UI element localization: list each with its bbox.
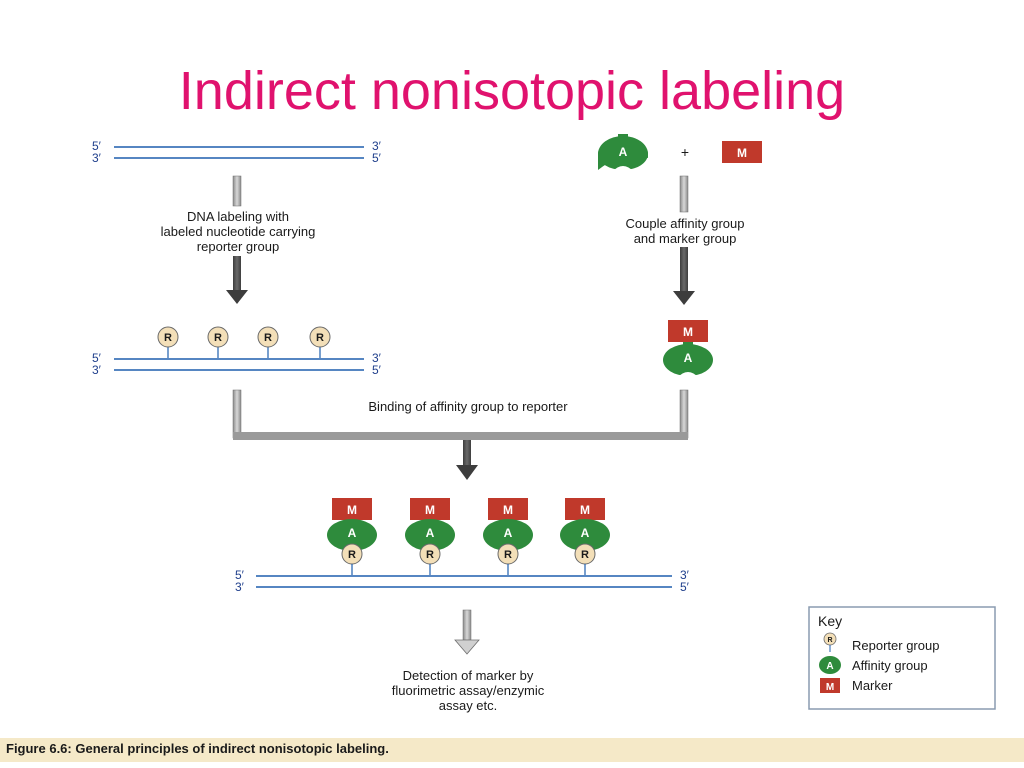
merge-step-label: Binding of affinity group to reporter bbox=[368, 399, 568, 414]
step-label-left: DNA labeling with labeled nucleotide car… bbox=[161, 209, 316, 254]
marker-label: M bbox=[580, 503, 590, 517]
key-item-reporter: Reporter group bbox=[852, 638, 939, 653]
strand-label-3-mid: 3′ bbox=[92, 363, 102, 377]
key-item-marker: Marker bbox=[852, 678, 893, 693]
final-step-line3: assay etc. bbox=[439, 698, 498, 713]
labeled-dna: R R R R 5′ 3′ 3′ 5′ bbox=[92, 326, 382, 377]
key-marker-symbol: M bbox=[820, 678, 840, 693]
plus-sign: + bbox=[681, 144, 689, 160]
step-label-left-line1: DNA labeling with bbox=[187, 209, 289, 224]
key-item-affinity: Affinity group bbox=[852, 658, 928, 673]
key-title: Key bbox=[818, 613, 842, 629]
step-label-left-line3: reporter group bbox=[197, 239, 279, 254]
affinity-label: A bbox=[581, 526, 590, 540]
key-affinity-symbol: A bbox=[819, 656, 841, 674]
bound-complex: M A R bbox=[483, 498, 533, 575]
bound-complex: M A R bbox=[405, 498, 455, 575]
reporter-label: R bbox=[164, 332, 172, 344]
strand-label-3-top: 3′ bbox=[92, 151, 102, 165]
bound-complex: M A R bbox=[327, 498, 377, 575]
strand-label-5-bottom-right: 5′ bbox=[680, 580, 690, 594]
reporter-group: R bbox=[257, 326, 279, 358]
strand-label-3-bottom-right: 3′ bbox=[680, 568, 690, 582]
arrow-right-down bbox=[673, 175, 695, 305]
reporter-label: R bbox=[214, 332, 222, 344]
affinity-label: A bbox=[619, 145, 628, 159]
marker-group-top: M bbox=[722, 141, 762, 163]
final-step-line1: Detection of marker by bbox=[403, 668, 534, 683]
coupled-affinity-marker: M A bbox=[663, 320, 713, 378]
marker-label: M bbox=[425, 503, 435, 517]
bound-complexes: M A R M A R M A R M bbox=[235, 498, 690, 594]
marker-label: M bbox=[503, 503, 513, 517]
bound-complex: M A R bbox=[560, 498, 610, 575]
slide-title: Indirect nonisotopic labeling bbox=[178, 61, 846, 121]
reporter-label: R bbox=[504, 549, 512, 561]
marker-label: M bbox=[347, 503, 357, 517]
key-affinity-letter: A bbox=[826, 661, 833, 672]
key-box: Key R Reporter group A Affinity group M … bbox=[808, 606, 996, 710]
reporter-label: R bbox=[581, 549, 589, 561]
figure-caption: Figure 6.6: General principles of indire… bbox=[6, 741, 389, 756]
step-label-right: Couple affinity group and marker group bbox=[625, 216, 744, 246]
marker-label: M bbox=[737, 146, 747, 160]
key-reporter-letter: R bbox=[827, 637, 832, 644]
reporter-group: R bbox=[309, 326, 331, 358]
reporter-label: R bbox=[264, 332, 272, 344]
strand-label-3-bottom: 3′ bbox=[235, 580, 245, 594]
reporter-label: R bbox=[348, 549, 356, 561]
step-label-right-line1: Couple affinity group bbox=[625, 216, 744, 231]
affinity-label: A bbox=[426, 526, 435, 540]
affinity-label: A bbox=[684, 351, 693, 365]
affinity-group-top: A bbox=[598, 134, 648, 172]
caption-bar bbox=[0, 738, 1024, 762]
merge-connector bbox=[232, 389, 689, 480]
strand-label-5-bottom: 5′ bbox=[235, 568, 245, 582]
key-reporter-symbol: R bbox=[823, 632, 837, 652]
final-step-label: Detection of marker by fluorimetric assa… bbox=[392, 668, 545, 713]
step-label-left-line2: labeled nucleotide carrying bbox=[161, 224, 316, 239]
arrow-final-down bbox=[454, 609, 480, 655]
dna-strand-top: 5′ 3′ 3′ 5′ bbox=[92, 139, 382, 165]
reporter-group: R bbox=[157, 326, 179, 358]
bottom-strip bbox=[0, 762, 1024, 768]
strand-label-5-mid: 5′ bbox=[92, 351, 102, 365]
affinity-label: A bbox=[348, 526, 357, 540]
step-label-right-line2: and marker group bbox=[634, 231, 737, 246]
strand-label-5-top-right: 5′ bbox=[372, 151, 382, 165]
strand-label-5-top: 5′ bbox=[92, 139, 102, 153]
affinity-label: A bbox=[504, 526, 513, 540]
key-marker-letter: M bbox=[826, 682, 834, 693]
strand-label-3-mid-right: 3′ bbox=[372, 351, 382, 365]
marker-label: M bbox=[683, 325, 693, 339]
reporter-group: R bbox=[207, 326, 229, 358]
reporter-label: R bbox=[426, 549, 434, 561]
strand-label-5-mid-right: 5′ bbox=[372, 363, 382, 377]
strand-label-3-top-right: 3′ bbox=[372, 139, 382, 153]
reporter-label: R bbox=[316, 332, 324, 344]
final-step-line2: fluorimetric assay/enzymic bbox=[392, 683, 545, 698]
arrow-left-down bbox=[226, 175, 248, 304]
diagram: 5′ 3′ 3′ 5′ DNA labeling with labeled nu… bbox=[0, 130, 1024, 768]
